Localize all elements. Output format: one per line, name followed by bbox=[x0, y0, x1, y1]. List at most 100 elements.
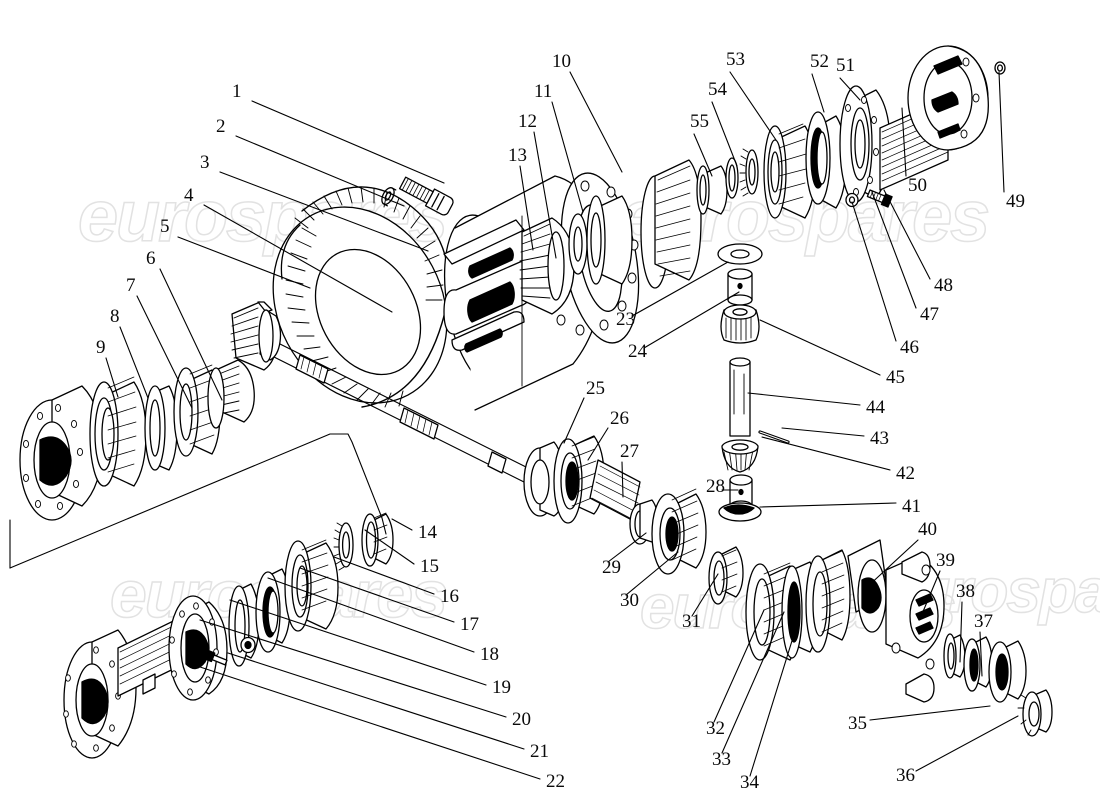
callout-leader-line bbox=[219, 171, 429, 252]
callout-number-28: 28 bbox=[706, 476, 725, 497]
callout-leader-line bbox=[625, 551, 679, 596]
callout-leader-line bbox=[364, 529, 415, 565]
part-ring-nut-31 bbox=[708, 546, 744, 605]
callout-leader-line bbox=[921, 570, 941, 615]
callout-number-22: 22 bbox=[546, 771, 565, 792]
callout-leader-line bbox=[299, 567, 455, 623]
callout-number-55: 55 bbox=[690, 111, 709, 132]
callout-number-43: 43 bbox=[870, 428, 889, 449]
part-planet-gear-45 bbox=[720, 304, 760, 344]
callout-number-10: 10 bbox=[552, 51, 571, 72]
callout-leader-line bbox=[607, 532, 647, 563]
callout-number-14: 14 bbox=[418, 522, 437, 543]
callout-number-5: 5 bbox=[160, 216, 170, 237]
part-washer-38 bbox=[943, 633, 966, 679]
callout-number-48: 48 bbox=[934, 275, 953, 296]
callout-number-39: 39 bbox=[936, 550, 955, 571]
callout-leader-line bbox=[915, 715, 1019, 772]
grouping-bracket bbox=[9, 433, 387, 569]
callout-leader-line bbox=[839, 77, 861, 101]
callout-leader-line bbox=[193, 664, 541, 780]
callout-number-45: 45 bbox=[886, 367, 905, 388]
callout-leader-line bbox=[267, 577, 475, 653]
callout-number-19: 19 bbox=[492, 677, 511, 698]
callout-leader-line bbox=[869, 705, 991, 721]
callout-number-6: 6 bbox=[146, 248, 156, 269]
part-washer-47 bbox=[845, 192, 859, 208]
callout-leader-line bbox=[621, 461, 624, 498]
callout-leader-line bbox=[333, 556, 435, 595]
callout-number-11: 11 bbox=[534, 81, 553, 102]
callout-leader-line bbox=[119, 326, 149, 399]
part-drive-flange-stack bbox=[745, 539, 1053, 737]
callout-leader-line bbox=[519, 165, 534, 251]
callout-leader-line bbox=[551, 101, 584, 213]
callout-number-34: 34 bbox=[740, 772, 759, 793]
part-ring-17 bbox=[228, 583, 260, 667]
callout-leader-line bbox=[721, 611, 785, 754]
callout-leader-line bbox=[865, 539, 919, 589]
part-shim-54 bbox=[725, 157, 739, 199]
callout-number-53: 53 bbox=[726, 49, 745, 70]
callout-leader-line bbox=[631, 261, 729, 317]
callout-number-3: 3 bbox=[200, 152, 210, 173]
callout-number-21: 21 bbox=[530, 741, 549, 762]
callout-leader-line bbox=[691, 573, 719, 617]
callout-number-4: 4 bbox=[184, 185, 194, 206]
callout-leader-line bbox=[105, 357, 119, 398]
part-ring-gear-bolt bbox=[398, 176, 454, 216]
callout-number-49: 49 bbox=[1006, 191, 1025, 212]
callout-number-37: 37 bbox=[974, 611, 993, 632]
callout-number-30: 30 bbox=[620, 590, 639, 611]
callout-leader-line bbox=[227, 652, 525, 750]
callout-number-12: 12 bbox=[518, 111, 537, 132]
callout-leader-line bbox=[998, 71, 1005, 193]
callout-leader-line bbox=[391, 518, 413, 531]
part-crown-wheel bbox=[272, 186, 450, 408]
callout-leader-line bbox=[693, 133, 713, 177]
callout-number-17: 17 bbox=[460, 614, 479, 635]
part-pinion-bearing-30 bbox=[651, 488, 707, 575]
part-spacer-55 bbox=[696, 165, 728, 215]
callout-number-8: 8 bbox=[110, 306, 120, 327]
part-circlip-49 bbox=[994, 61, 1006, 75]
callout-number-9: 9 bbox=[96, 337, 106, 358]
part-roller-bearing-53 bbox=[763, 123, 816, 219]
callout-leader-line bbox=[643, 291, 740, 349]
part-side-gear-bevel bbox=[519, 217, 575, 315]
part-bevel-gear-42 bbox=[721, 439, 759, 473]
part-axle-shaft-hub bbox=[879, 45, 989, 191]
callout-number-7: 7 bbox=[126, 275, 136, 296]
callout-leader-line bbox=[569, 71, 623, 173]
part-castle-nut-36 bbox=[1017, 689, 1053, 737]
part-small-nut-19 bbox=[240, 636, 256, 654]
callout-leader-line bbox=[759, 319, 881, 376]
callout-number-50: 50 bbox=[908, 175, 927, 196]
part-bearing-15 bbox=[284, 539, 339, 632]
callout-leader-line bbox=[811, 73, 825, 113]
callout-number-31: 31 bbox=[682, 611, 701, 632]
callout-number-29: 29 bbox=[602, 557, 621, 578]
callout-leader-line bbox=[199, 619, 507, 718]
part-left-outer-flange bbox=[19, 385, 103, 521]
part-thrust-washer-41 bbox=[718, 502, 762, 522]
callout-number-26: 26 bbox=[610, 408, 629, 429]
callout-leader-line bbox=[979, 631, 983, 677]
part-pinion-bearing-26 bbox=[553, 435, 605, 524]
part-pinion-shaft bbox=[247, 329, 553, 495]
callout-number-52: 52 bbox=[810, 51, 829, 72]
part-lockwasher-14 bbox=[333, 522, 354, 571]
callout-leader-line bbox=[883, 189, 931, 280]
callout-number-46: 46 bbox=[900, 337, 919, 358]
part-gear-5b bbox=[207, 359, 255, 429]
callout-number-25: 25 bbox=[586, 378, 605, 399]
callout-number-32: 32 bbox=[706, 718, 725, 739]
callout-leader-line bbox=[136, 295, 193, 409]
callout-number-33: 33 bbox=[712, 749, 731, 770]
callout-number-44: 44 bbox=[866, 397, 885, 418]
part-lockwasher-53 bbox=[739, 148, 759, 197]
callout-leader-line bbox=[587, 427, 609, 461]
callout-number-47: 47 bbox=[920, 304, 939, 325]
part-diff-hub bbox=[640, 159, 702, 289]
part-small-bolt-20 bbox=[204, 649, 228, 666]
